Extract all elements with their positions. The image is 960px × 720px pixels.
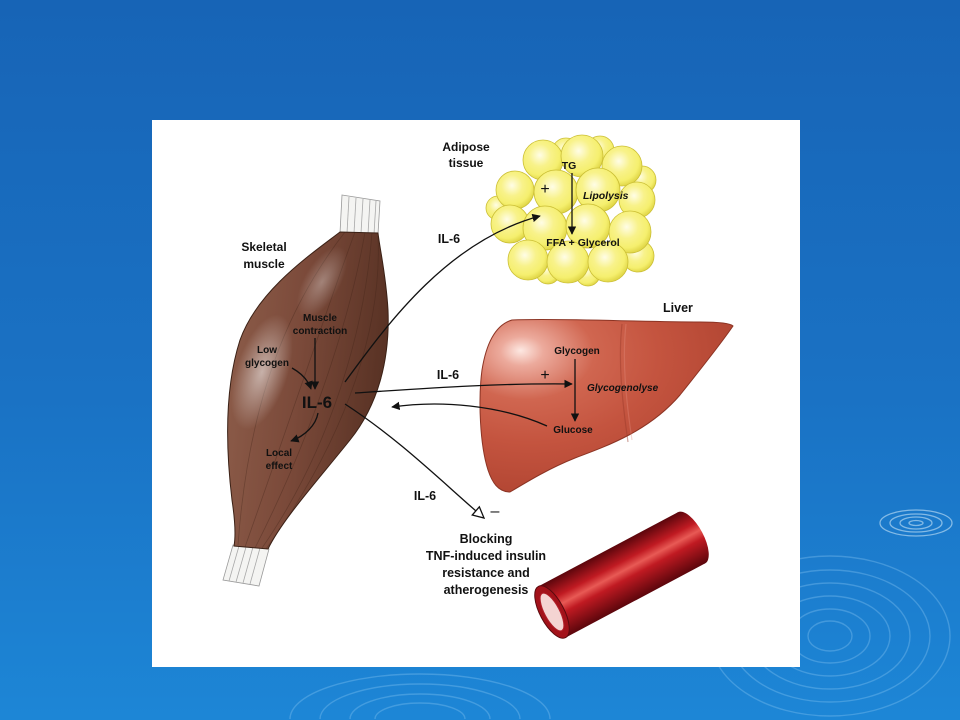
il6-muscle-label: IL-6	[302, 393, 332, 412]
muscle-fiber-line	[254, 232, 366, 549]
lipolysis-label: Lipolysis	[583, 190, 629, 202]
tendon-fiber	[367, 199, 371, 235]
local-effect-label-line2: effect	[266, 461, 293, 472]
tendon-fiber	[242, 546, 254, 584]
ripple-ring	[889, 513, 943, 533]
ripple-ring	[899, 516, 933, 530]
muscle-bottom-tendon	[222, 544, 270, 587]
ripple-ring	[908, 519, 924, 527]
arrow-il6-to-local-effect	[290, 412, 319, 443]
muscle-fiber-line	[261, 232, 373, 549]
local-effect-label-line1: Local	[266, 448, 292, 459]
fat-cell	[608, 210, 652, 254]
liver-title: Liver	[663, 301, 693, 315]
muscle-fiber-line	[265, 235, 379, 549]
ripple-ring	[289, 673, 551, 720]
tg-label: TG	[562, 160, 577, 172]
ripple-ring	[807, 620, 853, 652]
arrow-il6-to-adipose	[344, 213, 541, 383]
glucose-label: Glucose	[553, 425, 593, 436]
liver-plus-sign: +	[540, 367, 549, 384]
liver-shape	[479, 318, 734, 493]
ripple-ring	[374, 702, 466, 720]
il6-to-adipose-label: IL-6	[438, 232, 460, 246]
muscle-contraction-label-line1: Muscle	[303, 313, 337, 324]
muscle-contraction-label-line2: contraction	[293, 326, 347, 337]
vessel-effect-line1: Blocking	[460, 532, 513, 546]
muscle-fibers	[231, 232, 379, 549]
ffa-glycerol-label: FFA + Glycerol	[546, 237, 620, 249]
liver-ligament-line	[619, 323, 629, 443]
muscle-highlight	[231, 314, 293, 430]
ripple-ring	[879, 509, 953, 537]
fat-cell	[507, 239, 549, 281]
inhibition-sign: –	[491, 503, 500, 520]
arrow-low-glycogen-to-il6	[291, 367, 313, 390]
il6-to-liver-label: IL-6	[437, 368, 459, 382]
ripple-ring	[319, 683, 521, 720]
arrow-il6-to-liver	[354, 379, 573, 394]
vessel-effect-line2: TNF-induced insulin	[426, 549, 546, 563]
tendon-fiber	[360, 198, 364, 234]
fat-cell	[587, 241, 629, 283]
il6-to-vessel-label: IL-6	[414, 489, 436, 503]
vessel-effect-line3: resistance and	[442, 566, 530, 580]
vessel-effect: Blocking TNF-induced insulin resistance …	[426, 532, 546, 597]
arrow-glucose-to-muscle	[391, 401, 548, 427]
muscle-highlight	[296, 246, 348, 318]
vessel-tube	[538, 512, 706, 638]
arrow-il6-to-vessel	[344, 403, 484, 518]
blood-vessel	[534, 511, 709, 639]
tendon-fiber	[373, 200, 377, 235]
low-glycogen-label-line2: glycogen	[245, 358, 289, 369]
skeletal-muscle: Skeletal muscle Muscle contraction Low g…	[222, 194, 389, 587]
vessel-far-end	[674, 511, 709, 565]
adipose-plus-sign: +	[540, 181, 549, 198]
adipose-title-line2: tissue	[449, 156, 484, 170]
tendon-fiber	[249, 547, 261, 585]
diagram: Skeletal muscle Muscle contraction Low g…	[222, 134, 734, 639]
muscle-title-line2: muscle	[243, 257, 285, 271]
adipose-tissue: Adipose tissue TG + Lipolysis FFA + Glyc…	[442, 134, 657, 287]
tendon-fiber	[228, 545, 240, 582]
ripple-ring	[349, 693, 491, 720]
vessel-effect-line4: atherogenesis	[444, 583, 529, 597]
muscle-body	[227, 231, 389, 550]
tendon-fiber	[346, 196, 350, 234]
adipose-title-line1: Adipose	[442, 140, 490, 154]
glycogenolyse-label: Glycogenolyse	[587, 383, 659, 394]
muscle-title-line1: Skeletal	[241, 240, 286, 254]
vessel-lumen	[539, 592, 565, 632]
liver-ligament-highlight	[623, 323, 633, 441]
tendon-fiber	[235, 546, 247, 583]
tendon-fiber	[353, 197, 357, 234]
fat-cell	[495, 170, 535, 210]
signal-arrows: IL-6 IL-6 IL-6 –	[290, 173, 580, 520]
fat-cell-cluster	[485, 134, 657, 287]
low-glycogen-label-line1: Low	[257, 345, 277, 356]
muscle-top-tendon	[339, 194, 381, 235]
glycogen-label: Glycogen	[554, 346, 600, 357]
liver: Liver Glycogen + Glycogenolyse Glucose	[479, 301, 734, 493]
